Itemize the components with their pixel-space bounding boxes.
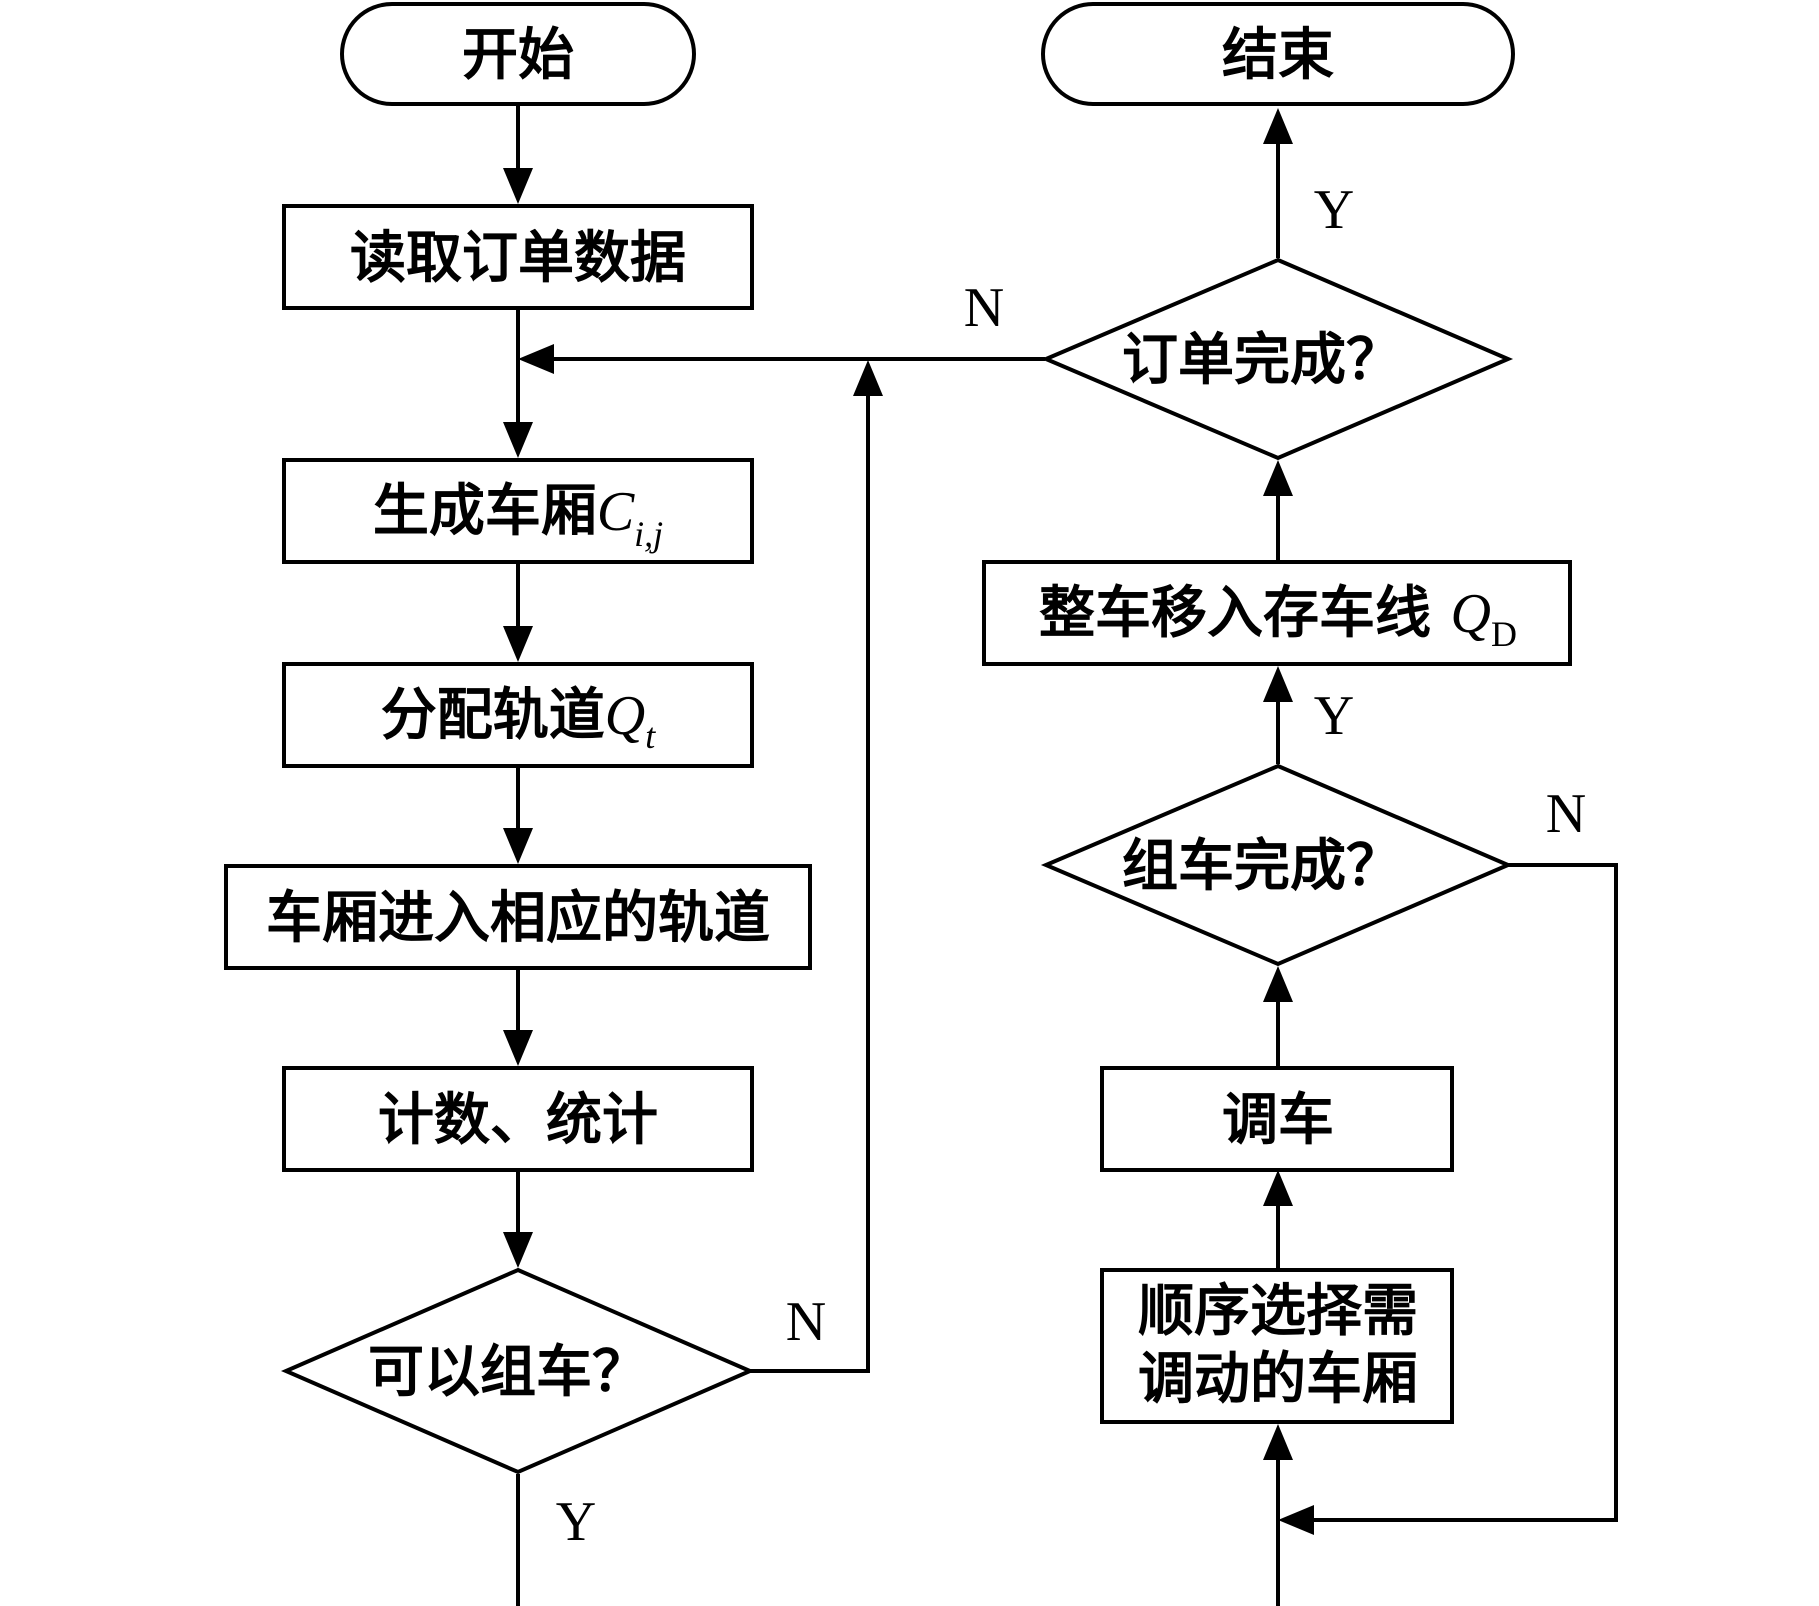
arrowhead [503, 1030, 533, 1066]
node-gen-car: 生成车厢Ci,j [282, 458, 754, 564]
arrowhead [1263, 108, 1293, 144]
move-storage-subscript: D [1491, 614, 1517, 654]
arrowhead [503, 1232, 533, 1268]
arrowhead [1263, 666, 1293, 702]
group-done-no-label: N [1546, 783, 1586, 845]
count-label: 计数、统计 [378, 1087, 658, 1153]
select-cars-line1: 顺序选择需 [1138, 1278, 1418, 1344]
gen-car-text: 生成车厢Ci,j [373, 478, 663, 554]
enter-track-label: 车厢进入相应的轨道 [266, 885, 770, 951]
gen-car-subscript: i,j [634, 514, 663, 554]
start-label: 开始 [462, 22, 574, 88]
arrowhead [853, 360, 883, 396]
node-group-done: 组车完成？ [1040, 763, 1514, 967]
gen-car-label: 生成车厢 [373, 478, 597, 544]
gen-car-symbol: C [597, 481, 635, 543]
group-done-yes-label: Y [1314, 685, 1354, 747]
group-done-label: 组车完成？ [1122, 833, 1402, 899]
move-storage-text: 整车移入存车线 QD [1039, 580, 1517, 654]
node-start: 开始 [340, 2, 696, 106]
assign-track-symbol: Q [605, 685, 645, 747]
read-order-label: 读取订单数据 [350, 225, 686, 291]
node-select-cars: 顺序选择需 调动的车厢 [1100, 1268, 1454, 1424]
move-storage-symbol: Q [1451, 583, 1491, 645]
assign-track-label: 分配轨道 [381, 682, 605, 748]
node-read-order: 读取订单数据 [282, 204, 754, 310]
node-enter-track: 车厢进入相应的轨道 [224, 864, 812, 970]
select-cars-line2: 调动的车厢 [1138, 1346, 1418, 1412]
node-order-done: 订单完成？ [1040, 257, 1514, 461]
assign-track-subscript: t [645, 716, 656, 756]
order-done-no-label: N [964, 277, 1004, 339]
end-label: 结束 [1222, 22, 1334, 88]
node-move-storage: 整车移入存车线 QD [982, 560, 1572, 666]
edge-group-done-no [1306, 863, 1618, 1522]
node-count: 计数、统计 [282, 1066, 754, 1172]
node-can-group: 可以组车？ [280, 1267, 756, 1475]
arrowhead [1263, 460, 1293, 496]
order-done-yes-label: Y [1314, 179, 1354, 241]
node-end: 结束 [1041, 2, 1515, 106]
edge-can-group-no [750, 388, 870, 1373]
move-storage-label: 整车移入存车线 [1039, 580, 1451, 646]
edges [503, 104, 1618, 1606]
can-group-label: 可以组车？ [368, 1339, 648, 1405]
arrowhead [503, 168, 533, 204]
order-done-label: 订单完成？ [1122, 327, 1402, 393]
arrowhead [503, 828, 533, 864]
edge-can-group-yes [516, 1452, 1280, 1606]
arrowhead [503, 422, 533, 458]
shunt-label: 调车 [1222, 1087, 1334, 1153]
arrowhead [1263, 1424, 1293, 1460]
can-group-no-label: N [786, 1291, 826, 1353]
arrowhead [518, 344, 554, 374]
assign-track-text: 分配轨道Qt [381, 682, 656, 756]
arrowhead [1278, 1505, 1314, 1535]
arrowhead [1263, 966, 1293, 1002]
node-shunt: 调车 [1100, 1066, 1454, 1172]
arrowhead [1263, 1170, 1293, 1206]
arrowhead [503, 626, 533, 662]
edge-labels: N Y N Y N Y [556, 179, 1586, 1553]
can-group-yes-label: Y [556, 1491, 596, 1553]
node-assign-track: 分配轨道Qt [282, 662, 754, 768]
